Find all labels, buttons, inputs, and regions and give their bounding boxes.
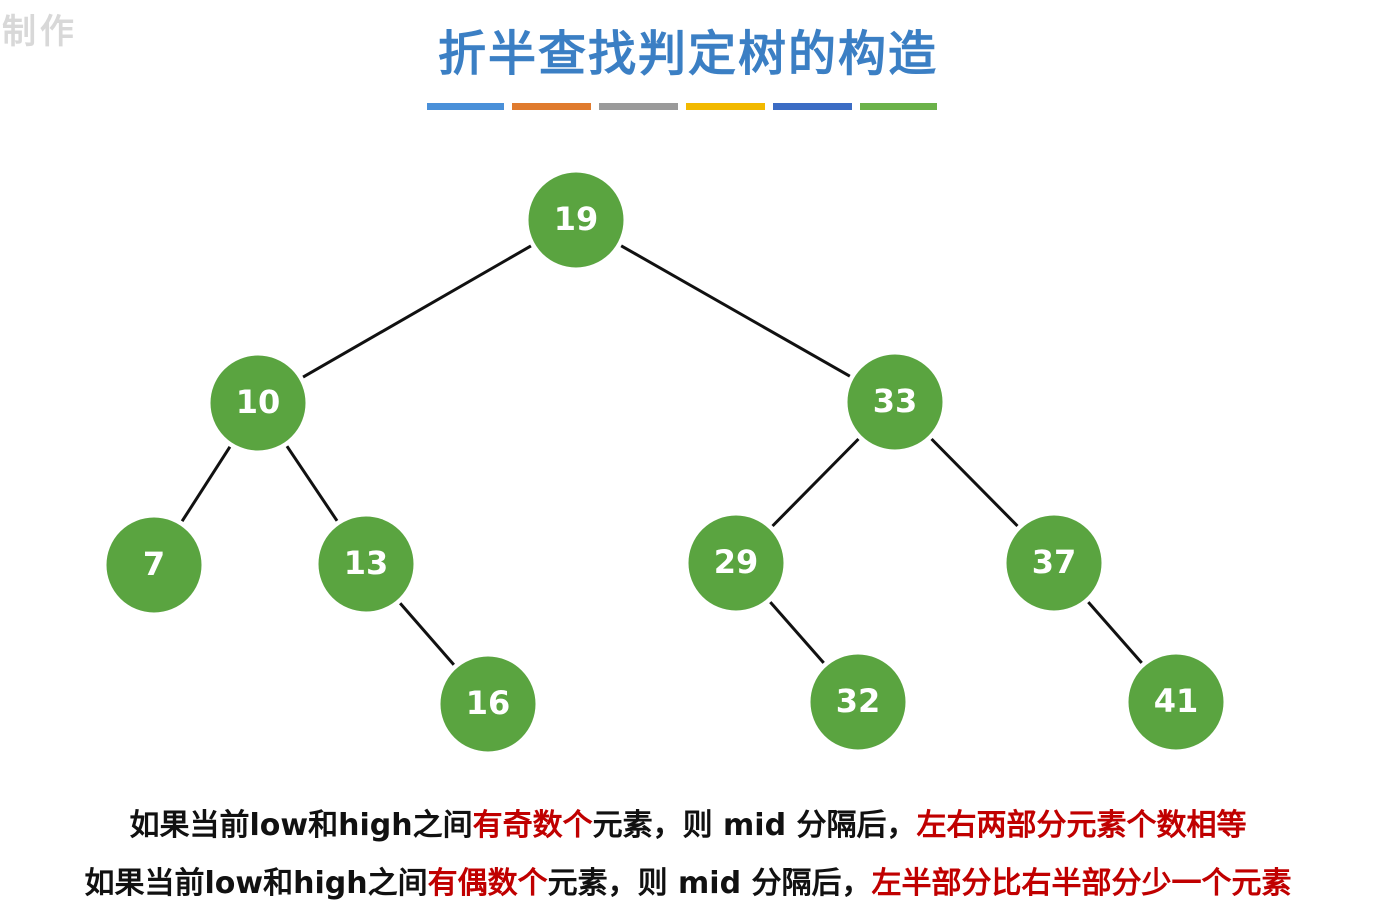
note-even-text-a: 如果当前low和high之间: [84, 866, 428, 901]
edge-33-37: [930, 437, 1019, 528]
tree-node-circle: [1005, 514, 1103, 612]
tree-node-label: 10: [236, 383, 281, 421]
edge-19-33: [620, 244, 851, 378]
tree-node-circle: [846, 353, 944, 451]
edge-29-32: [769, 601, 825, 664]
tree-node-10: 10: [209, 354, 307, 452]
tree-node-19: 19: [527, 171, 625, 269]
tree-node-circle: [105, 516, 203, 614]
tree-node-circle: [687, 514, 785, 612]
tree-node-29: 29: [687, 514, 785, 612]
title-bar-segment: [427, 103, 504, 110]
note-even-highlight-b: 左半部分比右半部分少一个元素: [871, 866, 1292, 901]
title-bar-segment: [773, 103, 852, 110]
note-even-count: 如果当前low和high之间有偶数个元素，则 mid 分隔后，左半部分比右半部分…: [0, 858, 1376, 902]
tree-node-label: 29: [714, 543, 759, 581]
title-bar-segment: [599, 103, 678, 110]
note-odd-count: 如果当前low和high之间有奇数个元素，则 mid 分隔后，左右两部分元素个数…: [0, 800, 1376, 844]
tree-nodes: 19 10 33 7 13 29 37 16 32 41: [105, 171, 1225, 753]
decision-tree: 19 10 33 7 13 29 37 16 32 41: [105, 171, 1225, 753]
edge-10-13: [285, 445, 339, 522]
tree-edges: [180, 244, 1143, 666]
tree-node-41: 41: [1127, 653, 1225, 751]
note-even-text-b: 元素，则 mid 分隔后，: [547, 866, 872, 901]
tree-node-label: 7: [143, 545, 165, 583]
title-bar-segment: [860, 103, 937, 110]
edge-19-10: [302, 244, 532, 379]
edge-37-41: [1087, 601, 1143, 664]
tree-node-label: 19: [554, 200, 599, 238]
title-color-bar: [427, 103, 945, 110]
note-even-highlight-a: 有偶数个: [427, 866, 548, 901]
edge-13-16: [399, 602, 455, 666]
tree-node-circle: [209, 354, 307, 452]
tree-node-label: 33: [873, 382, 918, 420]
tree-node-label: 41: [1154, 682, 1199, 720]
edge-33-29: [771, 437, 860, 528]
title-bar-segment: [512, 103, 591, 110]
tree-node-circle: [527, 171, 625, 269]
tree-node-circle: [809, 653, 907, 751]
tree-node-32: 32: [809, 653, 907, 751]
tree-node-label: 37: [1032, 543, 1077, 581]
tree-node-7: 7: [105, 516, 203, 614]
note-odd-text-a: 如果当前low和high之间: [129, 808, 473, 843]
tree-node-label: 16: [466, 684, 511, 722]
tree-node-label: 13: [344, 544, 389, 582]
tree-node-circle: [1127, 653, 1225, 751]
tree-node-37: 37: [1005, 514, 1103, 612]
tree-node-33: 33: [846, 353, 944, 451]
edge-10-7: [180, 445, 232, 523]
title-bar-segment: [686, 103, 765, 110]
note-odd-highlight-a: 有奇数个: [472, 808, 593, 843]
tree-node-circle: [317, 515, 415, 613]
page-title: 折半查找判定树的构造: [437, 26, 938, 82]
watermark: 制 作: [2, 12, 74, 52]
note-odd-text-b: 元素，则 mid 分隔后，: [592, 808, 917, 843]
tree-node-circle: [439, 655, 537, 753]
note-odd-highlight-b: 左右两部分元素个数相等: [916, 808, 1247, 843]
tree-node-label: 32: [836, 682, 881, 720]
tree-node-13: 13: [317, 515, 415, 613]
tree-node-16: 16: [439, 655, 537, 753]
